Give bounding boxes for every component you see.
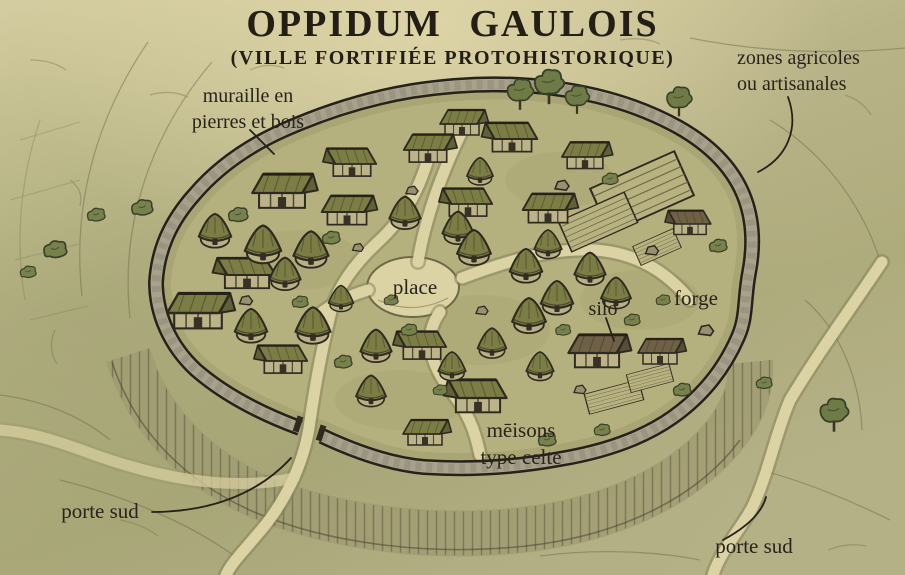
label-porte-sud-ouest: porte sud [61,499,139,523]
rampart-embankment [106,347,774,557]
zones-leader-line [757,96,794,173]
porte-sud-est-leader-line [722,496,767,541]
rampart-wall [147,76,761,477]
leader-lines [151,96,794,541]
south-gate [292,415,327,442]
title-block: OPPIDUM GAULOIS (VILLE FORTIFIÉE PROTOHI… [0,2,905,70]
silo-leader-line [605,317,615,342]
label-zones-agricoles: zones agricoles ou artisanales [737,47,860,95]
label-silo: silo [588,298,618,320]
label-porte-sud-est: porte sud [715,534,793,558]
label-forge: forge [674,286,718,310]
label-muraille: muraille en pierres et bois [191,85,305,133]
label-place: place [392,275,438,299]
map-subtitle: (VILLE FORTIFIÉE PROTOHISTORIQUE) [230,47,675,69]
map-title: OPPIDUM GAULOIS [246,3,659,45]
porte-sud-ouest-leader-line [151,457,292,513]
muraille-leader-line [249,129,275,155]
label-maisons: mēisons type celte [480,418,562,469]
